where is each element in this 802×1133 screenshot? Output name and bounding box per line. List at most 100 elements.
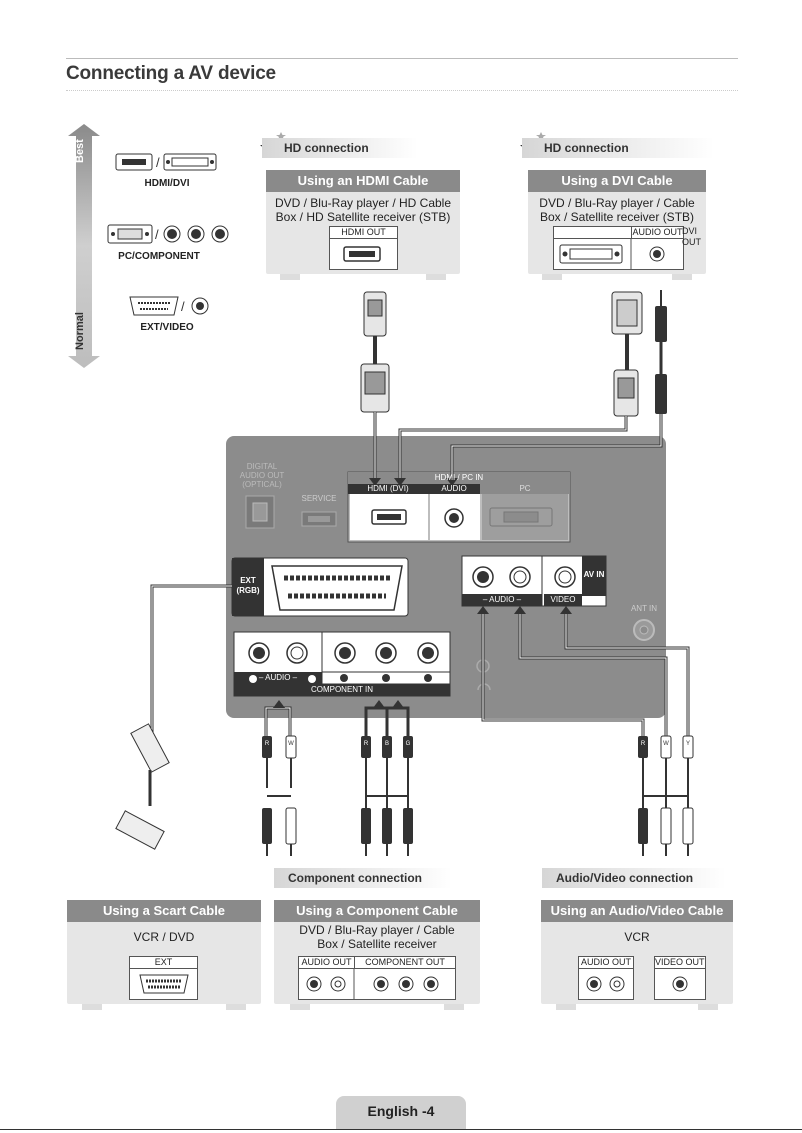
dvi-out-label: DVI OUT	[682, 226, 701, 247]
plug-letter-r: R	[264, 741, 270, 747]
optical-port-inner	[252, 502, 268, 522]
dvi-audio-out-label: AUDIO OUT	[632, 227, 683, 237]
hdmi-cable	[360, 291, 390, 486]
hdmi-out-label: HDMI OUT	[330, 227, 397, 239]
audio-mini-cable	[446, 290, 667, 486]
hdmi-port-icon	[343, 246, 381, 262]
component-in-label: COMPONENT IN	[310, 685, 374, 694]
card-foot	[542, 274, 562, 280]
card-foot	[426, 274, 446, 280]
plug-letter-r: R	[640, 741, 646, 747]
dvi-spacer	[554, 227, 632, 238]
plug-letter-b: B	[384, 741, 389, 747]
ext-port-box: EXT	[129, 956, 198, 1000]
component-video-cable	[361, 700, 413, 856]
component-port-icons	[306, 969, 439, 999]
quality-arrow	[68, 124, 100, 368]
audio-in-jack-inner	[449, 513, 459, 523]
scart-port	[271, 565, 403, 611]
ant-in-label: ANT IN	[630, 604, 658, 613]
scart-card-title: Using a Scart Cable	[67, 900, 261, 922]
av-audio-out-icons	[586, 976, 625, 992]
ext-video-icon: /	[129, 296, 209, 316]
hdmi-out-port-box: HDMI OUT	[329, 226, 398, 270]
service-port-inner	[308, 516, 330, 522]
svg-text:/: /	[156, 155, 160, 170]
card-foot	[698, 1004, 718, 1010]
scart-card: Using a Scart Cable VCR / DVD	[67, 900, 261, 1004]
component-port-box: AUDIO OUT COMPONENT OUT	[298, 956, 456, 1000]
audio-label: AUDIO	[441, 484, 467, 493]
av-card-title: Using an Audio/Video Cable	[541, 900, 733, 922]
av-card: Using an Audio/Video Cable VCR	[541, 900, 733, 1004]
hdmi-card-title: Using an HDMI Cable	[266, 170, 460, 192]
hdmi-hd-connection-label: HD connection	[262, 138, 418, 158]
av-audio-out-box: AUDIO OUT	[578, 956, 634, 1000]
av-video-label: VIDEO	[550, 595, 576, 604]
hdmi-dvi-label: HDMI (DVI)	[367, 484, 409, 493]
scart-card-text: VCR / DVD	[133, 930, 195, 944]
component-connection-label: Component connection	[274, 868, 452, 888]
av-audio-bar	[462, 594, 542, 606]
component-out-label: COMPONENT OUT	[365, 957, 445, 967]
comp-audio-out-label: AUDIO OUT	[299, 957, 355, 968]
scart-port-icon	[139, 974, 189, 994]
scart-cable	[115, 580, 240, 850]
av-audio-out-label: AUDIO OUT	[579, 957, 633, 969]
plug-letter-y: Y	[685, 741, 690, 747]
svg-text:/: /	[155, 227, 159, 242]
av-video-out-label: VIDEO OUT	[655, 957, 705, 969]
legend-pc-component: PC/COMPONENT	[118, 251, 200, 262]
dvi-cable	[394, 291, 643, 486]
comp-audio-label: – AUDIO –	[258, 673, 298, 682]
av-video-out-box: VIDEO OUT	[654, 956, 706, 1000]
av-cable	[477, 606, 694, 856]
hdmi-in-port-inner	[377, 514, 401, 520]
legend-ext-video: EXT/VIDEO	[140, 322, 194, 333]
svg-text:/: /	[181, 299, 185, 314]
av-audio-label: – AUDIO –	[482, 595, 522, 604]
dvi-port-icons	[559, 239, 665, 269]
av-video-bar	[544, 594, 582, 606]
card-foot	[672, 274, 692, 280]
plug-letter-w: W	[288, 741, 294, 747]
plug-letter-w: W	[663, 741, 669, 747]
av-in-label-bg	[582, 556, 606, 596]
dvi-card-title: Using a DVI Cable	[528, 170, 706, 192]
card-foot	[290, 1004, 310, 1010]
av-in-label: AV IN	[583, 570, 605, 579]
title-rule	[66, 90, 738, 91]
component-card-text: DVD / Blu-Ray player / Cable Box / Satel…	[299, 923, 455, 951]
av-connection-label: Audio/Video connection	[542, 868, 726, 888]
pc-component-icon: /	[107, 224, 229, 244]
plug-letter-g: G	[405, 741, 411, 747]
plug-letter-r: R	[363, 741, 369, 747]
hdmi-pc-in-label: HDMI / PC IN	[434, 473, 484, 482]
dvi-port-box: AUDIO OUT	[553, 226, 684, 270]
footer-rule	[0, 1129, 802, 1130]
pc-label: PC	[519, 484, 531, 493]
card-foot	[444, 1004, 464, 1010]
top-rule	[66, 58, 738, 59]
hdmi-dvi-header	[348, 484, 428, 494]
card-foot	[82, 1004, 102, 1010]
dvi-card-text: DVD / Blu-Ray player / Cable Box / Satel…	[539, 196, 695, 224]
hdmi-dvi-icon: /	[115, 153, 217, 171]
page-title: Connecting a AV device	[66, 63, 276, 84]
legend-hdmi-dvi: HDMI/DVI	[144, 178, 190, 189]
ext-rgb-label: EXT (RGB)	[236, 576, 260, 595]
audio-header	[428, 484, 480, 494]
pc-header	[480, 484, 570, 494]
dvi-hd-connection-label: HD connection	[522, 138, 714, 158]
optical-label: DIGITAL AUDIO OUT (OPTICAL)	[239, 462, 285, 489]
service-label: SERVICE	[301, 494, 337, 503]
card-foot	[280, 274, 300, 280]
component-card-title: Using a Component Cable	[274, 900, 480, 922]
ext-port-label: EXT	[130, 957, 197, 969]
card-foot	[556, 1004, 576, 1010]
av-card-text: VCR	[624, 930, 650, 944]
pc-in-port-inner	[503, 511, 539, 523]
hdmi-card-text: DVD / Blu-Ray player / HD Cable Box / HD…	[274, 196, 452, 224]
page-number: English -4	[336, 1096, 466, 1130]
